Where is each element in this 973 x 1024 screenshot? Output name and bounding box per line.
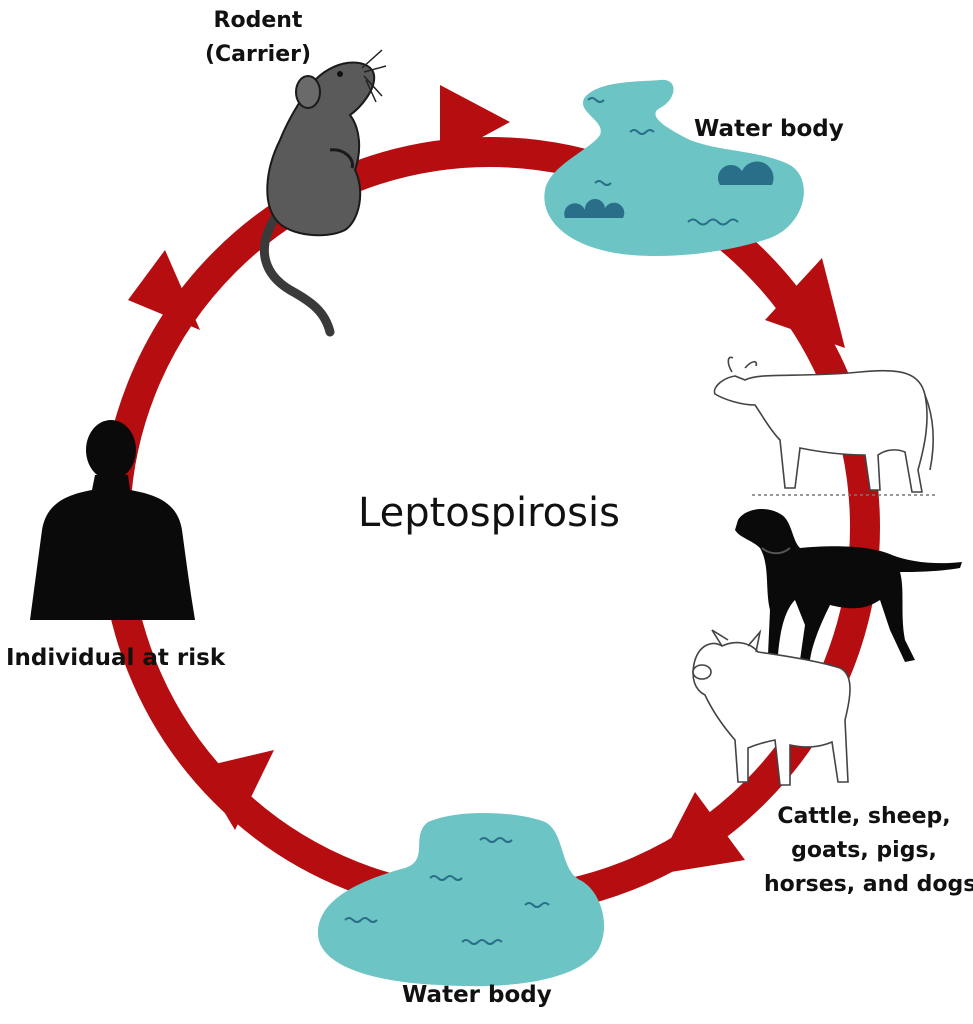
rodent-label: Rodent (Carrier) — [198, 4, 318, 72]
dog-collar — [761, 547, 791, 555]
water-wave-icon — [344, 917, 378, 923]
human-label: Individual at risk — [6, 645, 226, 671]
arrow-top — [440, 85, 510, 160]
water-wave-icon — [429, 875, 463, 881]
cow-tail — [924, 394, 935, 471]
water-wave-icon — [461, 939, 503, 945]
water-body-top-label: Water body — [694, 116, 844, 142]
rodent-eye — [337, 71, 343, 77]
animals-label-line2: goats, pigs, — [791, 838, 937, 863]
arrow-lower-left — [198, 750, 274, 830]
pig-icon — [692, 629, 851, 786]
water-body-bottom — [317, 812, 605, 987]
pig-ears — [711, 629, 762, 653]
cow-horns — [727, 356, 758, 373]
rodent-paw — [329, 148, 355, 169]
rodent-icon — [259, 49, 387, 337]
rodent-label-line2: (Carrier) — [204, 42, 312, 67]
diagram-title: Leptospirosis — [358, 490, 620, 536]
rodent-tail — [259, 213, 335, 337]
rodent-label-line1: Rodent — [213, 8, 303, 33]
water-wave-icon — [717, 161, 774, 185]
arrow-lower-right — [652, 792, 745, 875]
pig-body — [692, 641, 851, 786]
water-wave-icon — [594, 180, 612, 186]
rodent-ear — [295, 75, 321, 109]
animals-label: Cattle, sheep, goats, pigs, horses, and … — [764, 800, 973, 902]
water-wave-icon — [564, 198, 625, 218]
animals-label-line3: horses, and dogs — [764, 872, 973, 897]
pig-snout — [692, 664, 712, 680]
cow-body — [713, 369, 928, 493]
water-body-top — [544, 79, 804, 257]
water-wave-icon — [687, 218, 739, 226]
human-head — [86, 420, 136, 480]
water-body-bottom-label: Water body — [402, 982, 552, 1008]
dog-icon — [735, 508, 962, 662]
cow-icon — [713, 356, 935, 496]
arrow-upper-left — [128, 250, 200, 330]
water-wave-icon — [479, 837, 513, 843]
rodent-body — [266, 61, 376, 237]
rodent-whiskers — [361, 49, 387, 103]
dog-body — [735, 508, 962, 662]
pond-icon — [317, 812, 605, 987]
arrowheads — [128, 85, 845, 875]
water-wave-icon — [587, 97, 605, 103]
human-silhouette-icon — [30, 420, 195, 620]
arrow-upper-right — [765, 258, 845, 348]
human-torso — [30, 475, 195, 620]
water-wave-icon — [524, 902, 550, 908]
water-wave-icon — [629, 129, 655, 135]
animals-label-line1: Cattle, sheep, — [777, 804, 951, 829]
